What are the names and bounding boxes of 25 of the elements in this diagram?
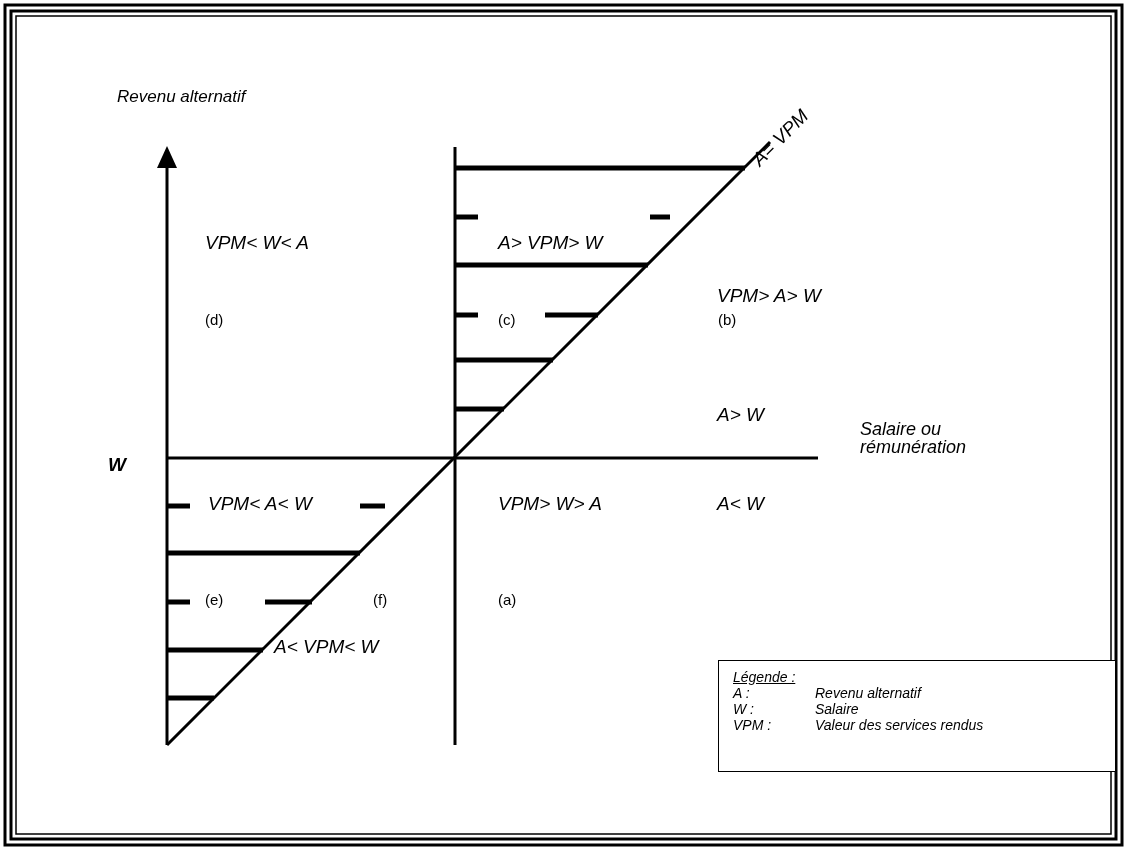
region-label: (c) — [498, 312, 516, 327]
axis-label: VPM< A< W — [208, 494, 312, 513]
axis-label: Salaire ou rémunération — [860, 420, 967, 456]
region-label: (b) — [718, 312, 737, 327]
axis-label: A> VPM> W — [498, 233, 603, 252]
axis-label: A> W — [717, 405, 764, 424]
legend-text: Revenu alternatif — [815, 685, 923, 701]
region-label: (e) — [205, 592, 224, 607]
axis-label: VPM< W< A — [205, 233, 309, 252]
legend-text: Valeur des services rendus — [815, 717, 985, 733]
axis-label: VPM> A> W — [717, 286, 821, 305]
axis-label: W — [108, 455, 126, 474]
legend-symbol: W : — [733, 701, 755, 717]
legend-symbol: VPM : — [733, 717, 773, 733]
axis-label: A< VPM< W — [274, 637, 379, 656]
region-label: (d) — [205, 312, 224, 327]
legend-title: Légende : — [733, 669, 796, 685]
region-label: (a) — [498, 592, 517, 607]
axis-label: A< W — [717, 494, 764, 513]
legend-symbol: A : — [733, 685, 751, 701]
region-label: (f) — [373, 592, 388, 607]
axis-label: Revenu alternatif — [117, 88, 246, 105]
axis-label: VPM> W> A — [498, 494, 602, 513]
legend-box — [718, 660, 1116, 772]
legend-text: Salaire — [815, 701, 860, 717]
